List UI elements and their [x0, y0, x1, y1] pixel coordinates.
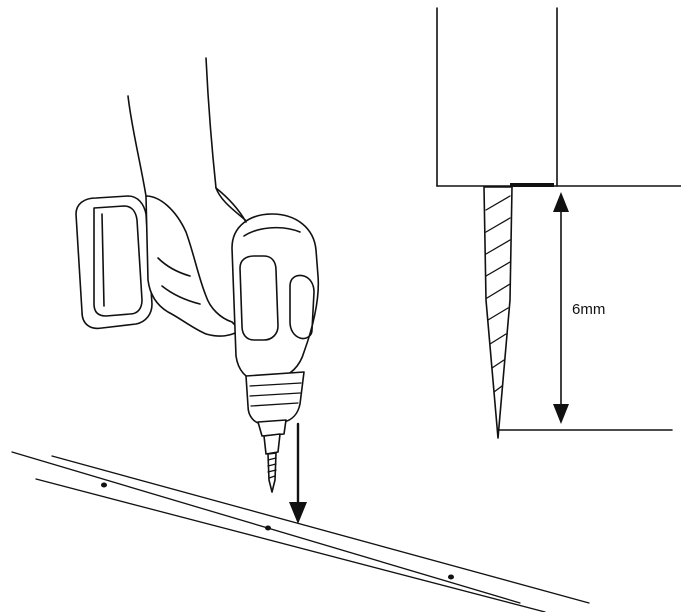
screw-icon — [267, 452, 277, 493]
surface-gap-marker — [510, 183, 554, 187]
drill-chuck — [245, 371, 305, 425]
rail-inner-line-bottom — [35, 478, 546, 612]
drill-body — [231, 213, 320, 381]
down-arrow-icon — [289, 422, 307, 524]
arm-outline — [127, 95, 147, 197]
rail-track — [11, 451, 590, 612]
drill-battery — [75, 195, 153, 330]
screw-depth-detail: 6mm — [436, 7, 681, 439]
cordless-drill-icon — [75, 57, 320, 493]
rail-screw-hole — [101, 482, 107, 488]
drill-bit — [263, 433, 281, 455]
dimension-label: 6mm — [572, 301, 605, 318]
arm-outline — [205, 57, 255, 229]
rail-screw-hole — [448, 574, 454, 580]
rail-inner-line-top — [51, 455, 590, 604]
rail-screw-hole — [265, 525, 271, 531]
hand-fingers — [145, 195, 241, 337]
dimension-arrow-icon — [553, 192, 569, 424]
screw-icon — [483, 186, 513, 439]
